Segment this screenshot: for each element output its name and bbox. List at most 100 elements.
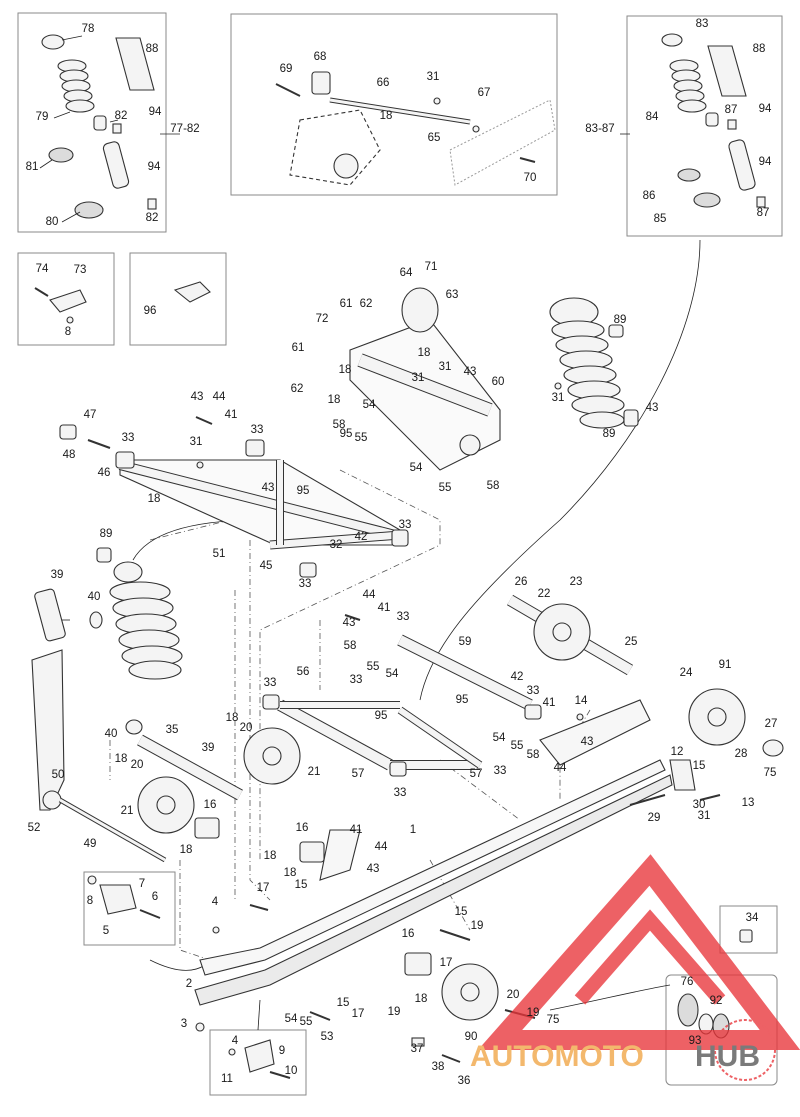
part-label: 33 (527, 685, 540, 697)
inset-frames (17, 12, 783, 1096)
brand-watermark: AUTOMOTO HUB (470, 854, 800, 1081)
part-label: 33 (397, 611, 410, 623)
part-label: 63 (446, 289, 459, 301)
part-label: 18 (284, 867, 297, 879)
front-spring (57, 59, 95, 113)
part-label: 43 (343, 617, 356, 629)
inset-rear-shock (626, 15, 783, 237)
part-label: 18 (418, 347, 431, 359)
part-label: 38 (432, 1061, 445, 1073)
part-label: 2 (186, 978, 192, 990)
part-label: 9 (279, 1045, 285, 1057)
hinge-exploded (275, 71, 556, 186)
part-label: 41 (378, 602, 391, 614)
inset-grease (719, 905, 778, 954)
part-label: 75 (547, 1014, 560, 1026)
part-label: 21 (121, 805, 134, 817)
part-label: 19 (527, 1007, 540, 1019)
part-label: 72 (316, 313, 329, 325)
part-label: 66 (377, 77, 390, 89)
part-label: 21 (308, 766, 321, 778)
part-label: 43 (646, 402, 659, 414)
part-label: 54 (386, 668, 399, 680)
part-label: 18 (148, 493, 161, 505)
part-label: 54 (493, 732, 506, 744)
part-label: 43 (191, 391, 204, 403)
part-label: 50 (52, 769, 65, 781)
rear-swing-arm-56 (262, 634, 542, 777)
part-label: 91 (719, 659, 732, 671)
part-label: 55 (367, 661, 380, 673)
part-label: 58 (344, 640, 357, 652)
part-label: 15 (295, 879, 308, 891)
part-label: 42 (355, 531, 368, 543)
part-label: 19 (471, 920, 484, 932)
part-label: 57 (352, 768, 365, 780)
part-label: 11 (221, 1073, 233, 1085)
part-label: 6 (152, 891, 158, 903)
part-label: 62 (291, 383, 304, 395)
part-label: 43 (581, 736, 594, 748)
part-label: 85 (654, 213, 667, 225)
part-label: 75 (764, 767, 777, 779)
part-label: 31 (190, 436, 203, 448)
part-label: 33 (399, 519, 412, 531)
part-label: 16 (402, 928, 415, 940)
grease-34 (739, 929, 753, 943)
part-label: 44 (363, 589, 376, 601)
part-label: 8 (87, 895, 93, 907)
part-label: 22 (538, 588, 551, 600)
part-label: 20 (507, 989, 520, 1001)
part-label: 58 (487, 480, 500, 492)
rear-inset-spring (669, 59, 707, 113)
stopper-5 (87, 875, 161, 919)
part-label: 58 (333, 419, 346, 431)
part-label: 89 (603, 428, 616, 440)
part-label: 28 (735, 748, 748, 760)
part-label: 67 (478, 87, 491, 99)
part-label: 80 (46, 216, 59, 228)
part-label: 69 (280, 63, 293, 75)
part-label: 95 (375, 710, 388, 722)
part-label: 53 (321, 1031, 334, 1043)
part-label: 39 (51, 569, 64, 581)
part-label: 58 (527, 749, 540, 761)
part-label: 54 (285, 1013, 298, 1025)
part-label: 43 (262, 482, 275, 494)
front-swing-arm-32 (59, 424, 409, 578)
bracket-74 (34, 287, 87, 324)
part-label: 55 (439, 482, 452, 494)
part-label: 94 (149, 106, 162, 118)
part-label: 25 (625, 636, 638, 648)
part-label: 65 (428, 132, 441, 144)
part-label: 16 (204, 799, 217, 811)
part-label: 82 (146, 212, 159, 224)
part-label: 81 (26, 161, 39, 173)
part-label: 78 (82, 23, 95, 35)
rear-mount-60 (349, 287, 501, 471)
part-label: 89 (614, 314, 627, 326)
part-label: 83-87 (585, 123, 614, 135)
part-label: 17 (352, 1008, 365, 1020)
part-label: 10 (285, 1065, 298, 1077)
part-label: 41 (350, 824, 363, 836)
part-label: 88 (146, 43, 159, 55)
part-label: 33 (494, 765, 507, 777)
part-label: 16 (296, 822, 309, 834)
part-label: 90 (465, 1031, 478, 1043)
leader-lines (60, 133, 701, 1031)
front-shock-exploded (39, 34, 157, 223)
part-label: 41 (225, 409, 238, 421)
part-label: 48 (63, 449, 76, 461)
part-label: 61 (340, 298, 353, 310)
part-label: 33 (122, 432, 135, 444)
plate-96 (173, 281, 211, 303)
part-label: 87 (725, 104, 738, 116)
part-label: 86 (643, 190, 656, 202)
part-label: 31 (412, 372, 425, 384)
part-label: 76 (681, 976, 694, 988)
part-label: 44 (375, 841, 388, 853)
part-label: 70 (524, 172, 537, 184)
